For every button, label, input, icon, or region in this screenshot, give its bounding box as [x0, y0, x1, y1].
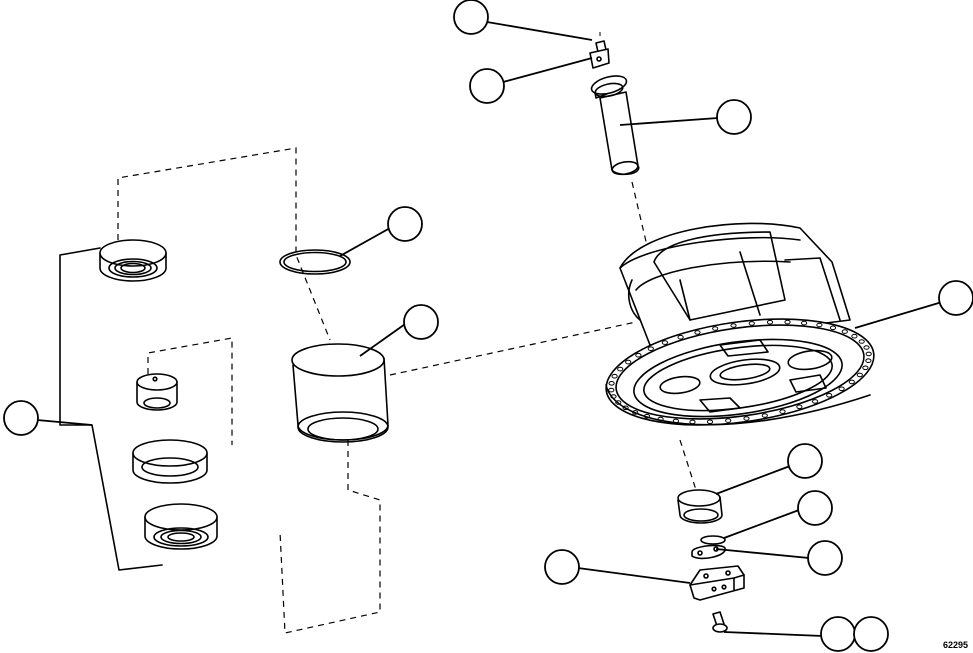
bolt-hole — [856, 372, 863, 378]
bolt-hole — [838, 386, 845, 392]
small-key — [589, 32, 610, 69]
bolt-hole — [801, 320, 808, 326]
callout-bubble — [469, 68, 505, 104]
bearing-group-bracket — [59, 247, 163, 571]
sleeve-large — [291, 343, 389, 443]
callout-leaders — [36, 21, 943, 637]
bolt-small — [712, 611, 728, 633]
bearing-bottom — [144, 503, 218, 550]
callout-bubble — [938, 280, 973, 316]
dashed-line-pin-to-housing — [631, 181, 649, 251]
figure-id: 62295 — [943, 640, 968, 650]
bolt-hole — [848, 379, 855, 385]
bolt-hole — [779, 409, 786, 414]
gasket-thin — [700, 535, 726, 545]
pin-shaft — [590, 75, 640, 176]
bolt-hole — [706, 419, 714, 425]
bolt-hole — [730, 323, 737, 328]
bolt-hole — [743, 416, 750, 421]
bolt-hole — [761, 413, 768, 418]
bolt-hole — [643, 413, 651, 419]
callout-bubble — [807, 540, 843, 576]
main-housing — [605, 222, 875, 426]
assembly-dashed-lines — [117, 147, 697, 634]
bolt-hole — [812, 399, 819, 404]
bolt-hole — [657, 416, 664, 422]
bolt-hole — [748, 321, 755, 326]
bolt-hole — [608, 381, 615, 386]
bolt-hole — [689, 419, 696, 425]
dashed-line-sleeve-to-housing — [389, 321, 637, 376]
callout-bubble — [387, 206, 423, 242]
flange-bolt-holes — [608, 319, 872, 425]
callout-bubble — [797, 490, 833, 526]
bolt-hole — [829, 325, 837, 331]
callout-bubble — [820, 616, 856, 652]
bolt-hole — [841, 329, 848, 334]
bolt-hole — [851, 333, 858, 339]
bolt-hole — [858, 339, 865, 344]
bolt-hole — [863, 345, 870, 350]
bolt-hole — [862, 365, 869, 371]
bolt-hole — [611, 373, 618, 379]
dashed-line-mid-loop — [147, 337, 233, 445]
bolt-hole — [826, 393, 833, 398]
bolt-hole — [661, 340, 669, 345]
bolt-hole — [677, 334, 684, 340]
dashed-line-housing-to-cup — [679, 439, 697, 491]
bolt-hole — [622, 405, 629, 411]
bushing-small — [136, 373, 178, 411]
bolt-hole — [625, 359, 632, 365]
bolt-hole — [766, 319, 774, 325]
callout-bubble — [787, 443, 823, 479]
bolt-hole — [725, 418, 732, 423]
bolt-hole — [816, 322, 823, 328]
bolt-hole — [865, 358, 872, 364]
bolt-hole — [615, 400, 622, 405]
callout-bubble — [853, 616, 889, 652]
bolt-hole — [712, 326, 719, 331]
callout-bubble — [403, 304, 439, 340]
callout-bubbles — [3, 0, 973, 652]
dashed-line-lower-loop — [279, 440, 381, 634]
cup-part — [677, 489, 723, 524]
bolt-hole — [865, 351, 872, 357]
bolt-hole — [635, 352, 642, 358]
gasket-plate — [691, 544, 726, 560]
bolt-hole — [694, 330, 701, 335]
cover-plate — [689, 565, 745, 601]
bolt-hole — [632, 410, 639, 415]
callout-bubble — [453, 0, 489, 35]
ring-spacer — [132, 439, 208, 484]
bolt-hole — [610, 394, 617, 399]
callout-bubble — [544, 549, 580, 585]
o-ring — [279, 249, 351, 275]
callout-bubble — [716, 99, 752, 135]
bolt-hole — [784, 319, 791, 325]
bolt-hole — [796, 404, 803, 410]
bolt-hole — [647, 346, 654, 352]
bearing-top — [99, 239, 167, 282]
callout-bubble — [3, 400, 39, 436]
dashed-line-top-loop — [117, 147, 331, 341]
bolt-hole — [672, 418, 680, 424]
bolt-hole — [608, 387, 615, 393]
bolt-hole — [617, 366, 624, 372]
